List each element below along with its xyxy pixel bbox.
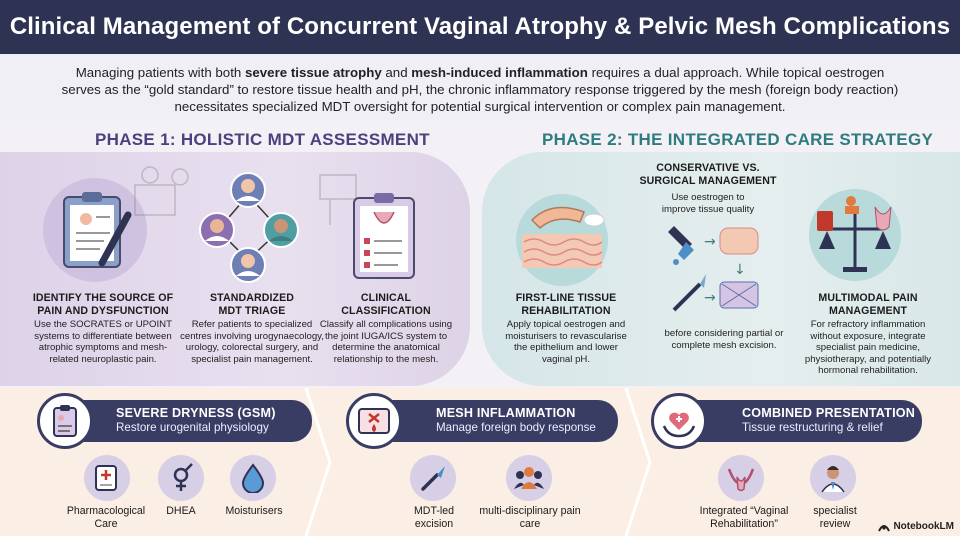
- phase1-col-triage: STANDARDIZED MDT TRIAGE Refer patients t…: [178, 292, 326, 365]
- col-heading: CLINICAL CLASSIFICATION: [341, 292, 431, 317]
- svg-text:→: →: [704, 234, 716, 250]
- item-dhea: DHEA: [166, 505, 196, 517]
- intro-bold-atrophy: severe tissue atrophy: [244, 65, 382, 80]
- category-subtitle: Restore urogenital physiology: [116, 421, 269, 434]
- phase1-col-identify: IDENTIFY THE SOURCE OF PAIN AND DYSFUNCT…: [28, 292, 178, 365]
- col-heading: FIRST-LINE TISSUE REHABILITATION: [515, 292, 617, 317]
- scalpel-icon: [410, 455, 456, 501]
- mdt-team-icon: [134, 166, 357, 283]
- mesh-inflammation-icon: [346, 393, 402, 449]
- doctor-icon: [810, 455, 856, 501]
- brand-name: NotebookLM: [893, 521, 954, 532]
- col-heading: IDENTIFY THE SOURCE OF PAIN AND DYSFUNCT…: [32, 292, 174, 317]
- category-subtitle: Tissue restructuring & relief: [742, 421, 883, 434]
- item-mdt-excision: MDT-led excision: [413, 505, 455, 530]
- intro-text: Managing patients with both: [75, 65, 245, 80]
- intro-text: and: [381, 65, 412, 80]
- skin-rehabilitation-icon: [516, 194, 608, 286]
- col-text: Use the SOCRATES or UPOINT systems to di…: [34, 319, 172, 365]
- phase2-col-management: CONSERVATIVE VS. SURGICAL MANAGEMENT Use…: [628, 162, 788, 215]
- item-pain-care: multi-disciplinary pain care: [479, 505, 581, 530]
- pain-scales-icon: [809, 189, 901, 281]
- category-header-mesh: MESH INFLAMMATION Manage foreign body re…: [370, 400, 618, 442]
- item-pharmacological: Pharmacological Care: [66, 505, 146, 530]
- phase2-title: PHASE 2: THE INTEGRATED CARE STRATEGY: [542, 130, 934, 149]
- clipboard-icon: [37, 393, 93, 449]
- pharmacological-icon: [84, 455, 130, 501]
- intro-bold-mesh: mesh-induced inflammation: [411, 65, 588, 80]
- phase1-col-classification: CLINICAL CLASSIFICATION Classify all com…: [318, 292, 454, 365]
- dropper-scalpel-flow-icon: → ↓ →: [668, 226, 759, 312]
- phase1-title: PHASE 1: HOLISTIC MDT ASSESSMENT: [95, 130, 430, 149]
- intro-paragraph: Managing patients with both severe tissu…: [0, 54, 960, 120]
- svg-text:↓: ↓: [734, 262, 746, 278]
- col-heading: STANDARDIZED MDT TRIAGE: [210, 292, 294, 317]
- col-top-text: Use oestrogen to improve tissue quality: [661, 192, 755, 215]
- phase2-col-first-line: FIRST-LINE TISSUE REHABILITATION Apply t…: [498, 292, 634, 365]
- uterus-icon: [718, 455, 764, 501]
- item-specialist-review: specialist review: [813, 505, 857, 530]
- phase2-col-management-bottom: before considering partial or complete m…: [664, 326, 784, 351]
- col-text: Classify all complications using the joi…: [319, 319, 453, 365]
- phase2-col-multimodal: MULTIMODAL PAIN MANAGEMENT For refractor…: [796, 292, 940, 377]
- chevron-dividers: [304, 388, 652, 536]
- col-heading: MULTIMODAL PAIN MANAGEMENT: [818, 292, 918, 317]
- category-header-combined: COMBINED PRESENTATION Tissue restructuri…: [676, 400, 922, 442]
- category-subtitle: Manage foreign body response: [436, 421, 596, 434]
- droplet-icon: [230, 455, 276, 501]
- category-header-dryness: SEVERE DRYNESS (GSM) Restore urogenital …: [50, 400, 312, 442]
- classification-clipboard-icon: [353, 193, 415, 279]
- col-text: before considering partial or complete m…: [664, 328, 784, 351]
- page-title: Clinical Management of Concurrent Vagina…: [9, 13, 951, 40]
- clipboard-pen-icon: [43, 178, 147, 282]
- category-title: SEVERE DRYNESS (GSM): [116, 406, 276, 420]
- col-text: Apply topical oestrogen and moisturisers…: [505, 319, 627, 365]
- intro-text: requires a dual approach. While topical …: [61, 65, 899, 114]
- hormone-symbol-icon: [158, 455, 204, 501]
- brand-watermark: NotebookLM: [878, 521, 954, 532]
- col-text: Refer patients to specialized centres in…: [180, 319, 324, 365]
- title-bar: Clinical Management of Concurrent Vagina…: [0, 0, 960, 54]
- item-moisturisers: Moisturisers: [225, 505, 283, 517]
- heart-hands-icon: [651, 393, 707, 449]
- col-text: For refractory inflammation without expo…: [804, 319, 932, 377]
- item-vaginal-rehab: Integrated “Vaginal Rehabilitation”: [699, 505, 789, 530]
- col-heading: CONSERVATIVE VS. SURGICAL MANAGEMENT: [639, 162, 777, 187]
- team-icon: [506, 455, 552, 501]
- notebooklm-logo-icon: [878, 524, 891, 531]
- category-title: COMBINED PRESENTATION: [742, 406, 916, 420]
- svg-text:→: →: [704, 290, 716, 306]
- category-title: MESH INFLAMMATION: [436, 406, 576, 420]
